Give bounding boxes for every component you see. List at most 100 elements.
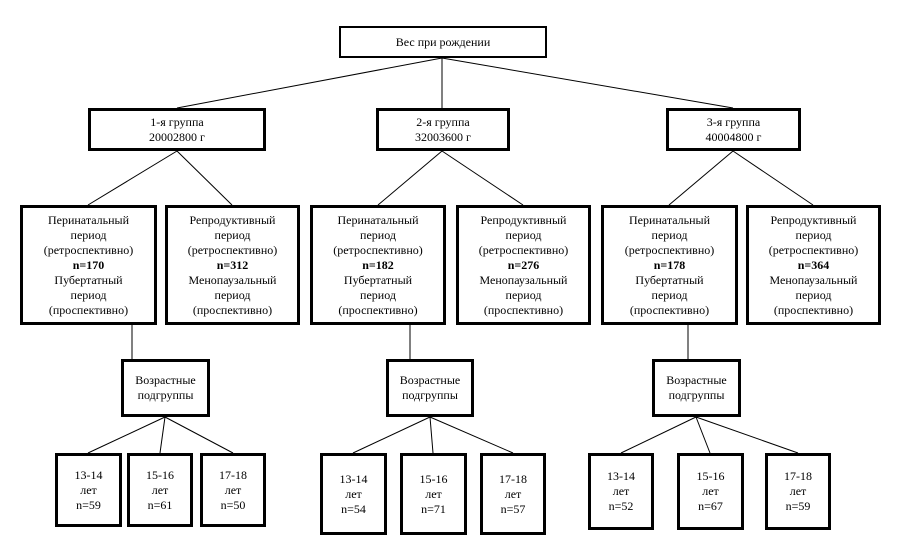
reproductive-count: n=364 — [797, 257, 830, 272]
menopausal-line: период — [505, 287, 542, 302]
group-1-subgroup-15-16: 15-16 лет n=61 — [127, 453, 193, 527]
perinatal-line: Перинатальный — [47, 212, 130, 227]
pubertal-line: период — [651, 287, 688, 302]
pubertal-line: (проспективно) — [629, 302, 710, 317]
group-1-perinatal-box: Перинатальный период (ретроспективно) n=… — [20, 205, 157, 325]
group-1-to-perinatal-line — [87, 150, 178, 206]
age-header-line: подгруппы — [137, 388, 194, 402]
pubertal-line: Пубертатный — [343, 272, 413, 287]
group-3-age-header-box: Возрастные подгруппы — [652, 359, 741, 417]
subgroup-age: 15-16 — [419, 471, 448, 486]
subgroup-count: n=71 — [421, 501, 446, 516]
group-1-age-header-box: Возрастные подгруппы — [121, 359, 210, 417]
subgroup-age: 15-16 — [146, 467, 174, 482]
subgroup-count: n=50 — [220, 497, 246, 512]
menopausal-line: (проспективно) — [192, 302, 273, 317]
reproductive-line: (ретроспективно) — [478, 242, 569, 257]
group-3-to-subgroup-1-line — [620, 416, 697, 454]
pubertal-line: Пубертатный — [635, 272, 704, 287]
age-header-line: подгруппы — [402, 388, 458, 402]
age-header-line: Возрастные — [399, 373, 461, 387]
group-2-to-subgroup-2-line — [429, 416, 434, 454]
reproductive-line: период — [795, 227, 832, 242]
menopausal-line: Менопаузальный — [479, 272, 568, 287]
group-3-title: 3-я группа — [706, 114, 761, 129]
group-2-age-header-box: Возрастные подгруппы — [386, 359, 474, 417]
group-1-to-subgroup-2-line — [159, 416, 166, 454]
perinatal-line: (ретроспективно) — [624, 242, 715, 257]
perinatal-line: (ретроспективно) — [43, 242, 134, 257]
subgroup-unit: лет — [425, 486, 442, 501]
subgroup-unit: лет — [224, 482, 242, 497]
age-header-line: Возрастные — [666, 373, 727, 387]
subgroup-count: n=59 — [76, 497, 101, 512]
group-1-subgroup-13-14: 13-14 лет n=59 — [55, 453, 122, 527]
group-3-to-subgroup-2-line — [695, 416, 711, 454]
reproductive-count: n=276 — [507, 257, 540, 272]
subgroup-age: 13-14 — [74, 467, 103, 482]
reproductive-count: n=312 — [216, 257, 249, 272]
subgroup-count: n=61 — [147, 497, 173, 512]
group-2-to-subgroup-3-line — [429, 416, 514, 454]
group-3-subgroup-15-16: 15-16 лет n=67 — [677, 453, 744, 530]
subgroup-unit: лет — [612, 484, 630, 498]
group-1-box: 1-я группа 20002800 г — [88, 108, 266, 151]
pubertal-line: период — [360, 287, 396, 302]
subgroup-age: 17-18 — [219, 467, 247, 482]
group-2-subgroup-13-14: 13-14 лет n=54 — [320, 453, 387, 535]
reproductive-line: период — [505, 227, 542, 242]
age-header-line: подгруппы — [668, 388, 725, 402]
group-1-subgroup-17-18: 17-18 лет n=50 — [200, 453, 266, 527]
subgroup-age: 15-16 — [696, 469, 725, 483]
perinatal-line: период — [651, 227, 688, 242]
group-3-box: 3-я группа 40004800 г — [666, 108, 801, 151]
group-3-to-perinatal-line — [668, 150, 734, 206]
menopausal-line: период — [795, 287, 832, 302]
group-3-subgroup-13-14: 13-14 лет n=52 — [588, 453, 654, 530]
menopausal-line: период — [214, 287, 251, 302]
subgroup-unit: лет — [345, 486, 362, 501]
group-1-weight: 20002800 г — [149, 129, 205, 144]
group-2-perinatal-box: Перинатальный период (ретроспективно) n=… — [310, 205, 446, 325]
subgroup-unit: лет — [702, 484, 719, 498]
perinatal-count: n=178 — [653, 257, 686, 272]
root-to-group-3-line — [441, 57, 734, 109]
group-3-to-reproductive-line — [732, 150, 814, 206]
group-2-to-perinatal-line — [377, 150, 443, 206]
subgroup-unit: лет — [504, 486, 522, 501]
root-to-group-1-line — [176, 57, 443, 109]
subgroup-count: n=52 — [608, 499, 634, 513]
pubertal-line: (проспективно) — [48, 302, 129, 317]
menopausal-line: (проспективно) — [773, 302, 854, 317]
subgroup-count: n=54 — [341, 501, 366, 516]
subgroup-age: 13-14 — [339, 471, 368, 486]
root-label: Вес при рождении — [395, 34, 491, 49]
root-box: Вес при рождении — [339, 26, 547, 58]
pubertal-line: Пубертатный — [54, 272, 123, 287]
subgroup-age: 13-14 — [607, 469, 635, 483]
group-1-to-subgroup-3-line — [164, 416, 234, 454]
group-3-perinatal-box: Перинатальный период (ретроспективно) n=… — [601, 205, 738, 325]
pubertal-line: (проспективно) — [338, 302, 418, 317]
reproductive-line: (ретроспективно) — [768, 242, 859, 257]
perinatal-line: период — [70, 227, 107, 242]
pubertal-line: период — [70, 287, 107, 302]
group-2-reproductive-box: Репродуктивный период (ретроспективно) n… — [456, 205, 591, 325]
group-2-subgroup-15-16: 15-16 лет n=71 — [400, 453, 467, 535]
subgroup-count: n=57 — [500, 501, 526, 516]
group-2-to-reproductive-line — [441, 150, 524, 206]
perinatal-line: Перинатальный — [337, 212, 419, 227]
perinatal-line: (ретроспективно) — [333, 242, 423, 257]
subgroup-age: 17-18 — [499, 471, 527, 486]
group-3-weight: 40004800 г — [705, 129, 762, 144]
group-1-title: 1-я группа — [150, 114, 204, 129]
menopausal-line: Менопаузальный — [188, 272, 277, 287]
perinatal-line: период — [360, 227, 396, 242]
reproductive-line: Репродуктивный — [770, 212, 857, 227]
group-2-box: 2-я группа 32003600 г — [376, 108, 510, 151]
reproductive-line: Репродуктивный — [189, 212, 276, 227]
group-1-to-subgroup-1-line — [87, 416, 166, 454]
group-1-reproductive-box: Репродуктивный период (ретроспективно) n… — [165, 205, 300, 325]
